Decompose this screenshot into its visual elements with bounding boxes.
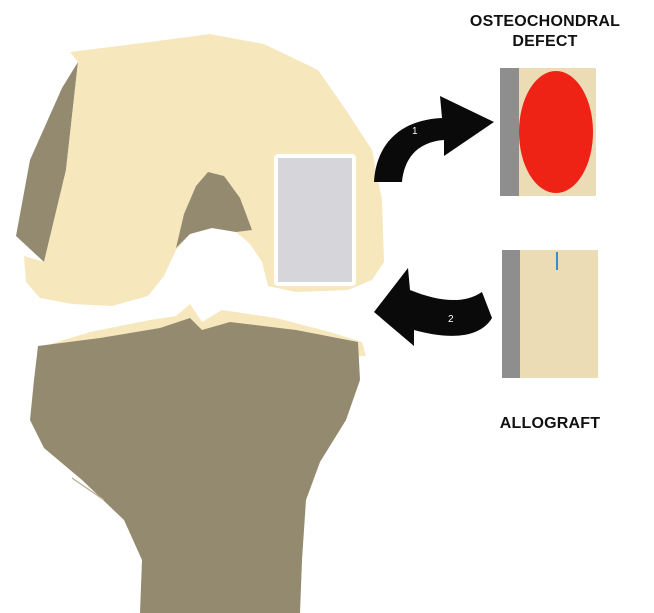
arrow-2-body [374,268,492,346]
allograft-label: ALLOGRAFT [470,414,630,434]
arrow-1-body [374,96,494,182]
arrow-2: 2 [374,268,492,346]
allograft-sample [502,250,598,378]
defect-window [276,156,354,284]
tibia-bone [30,318,360,613]
defect-lesion [519,71,593,193]
defect-sample [500,68,596,196]
osteochondral-defect-label: OSTEOCHONDRAL DEFECT [440,12,650,52]
arrow-1-number: 1 [412,126,418,137]
arrow-1: 1 [374,96,494,182]
arrow-2-number: 2 [448,314,454,325]
allograft-sample-cortex [502,250,520,378]
osteochondral-defect-label-line2: DEFECT [440,32,650,52]
defect-sample-cortex [500,68,519,196]
osteochondral-defect-label-line1: OSTEOCHONDRAL [440,12,650,32]
